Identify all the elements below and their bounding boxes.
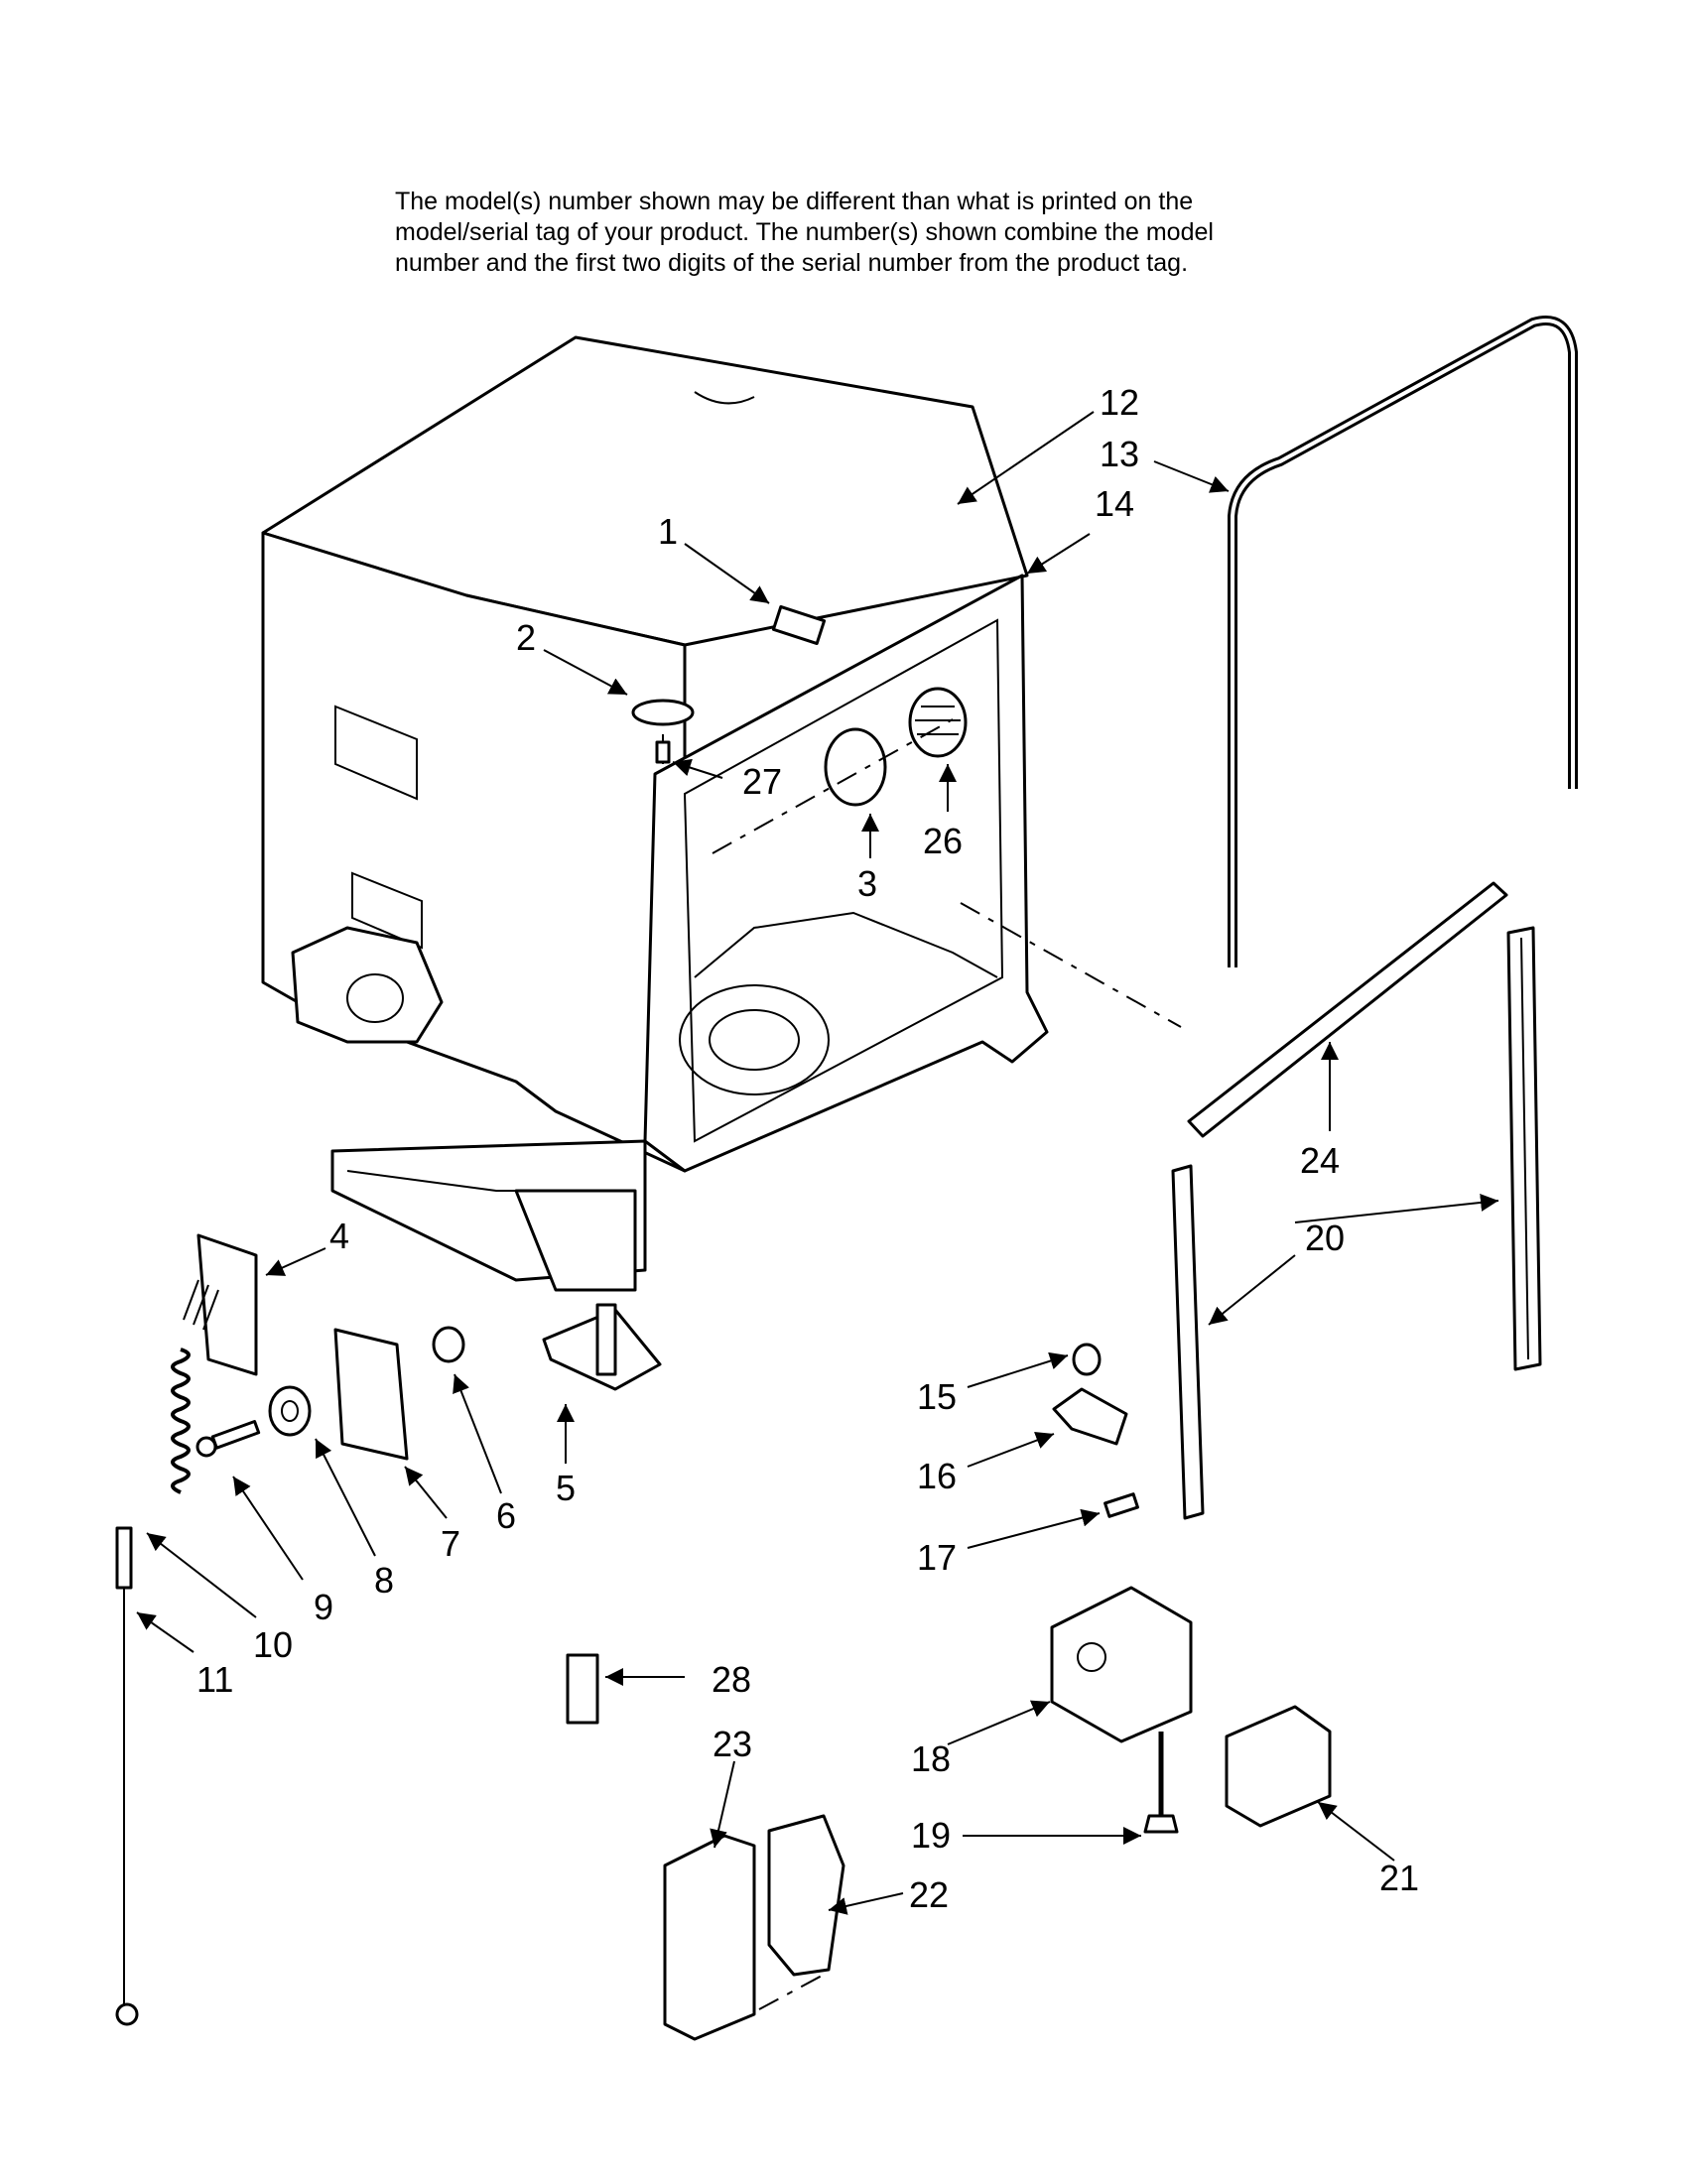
callout-17: 17 xyxy=(917,1537,957,1578)
callout-24: 24 xyxy=(1300,1140,1340,1181)
model-number-note: The model(s) number shown may be differe… xyxy=(395,187,1348,279)
part-20-left-strip xyxy=(1171,1164,1205,1520)
part-17-screw xyxy=(1104,1492,1139,1518)
part-6-bushing xyxy=(432,1326,465,1363)
callout-19: 19 xyxy=(911,1815,951,1856)
callout-6: 6 xyxy=(496,1495,516,1536)
callout-7: 7 xyxy=(441,1523,460,1564)
part-8-wheel xyxy=(268,1385,312,1437)
part-4-bracket xyxy=(196,1233,258,1376)
part-11-cable xyxy=(115,1526,133,1590)
callout-27: 27 xyxy=(742,761,782,802)
part-9-pin xyxy=(210,1419,261,1450)
part-3-ring xyxy=(824,727,887,807)
callout-11: 11 xyxy=(196,1659,233,1700)
part-21-cover xyxy=(1225,1705,1332,1828)
callout-12: 12 xyxy=(1100,382,1139,423)
part-1-clip xyxy=(771,604,827,646)
callout-5: 5 xyxy=(556,1468,576,1508)
note-line-2: model/serial tag of your product. The nu… xyxy=(395,218,1214,246)
callout-3: 3 xyxy=(857,863,877,904)
callout-18: 18 xyxy=(911,1738,951,1779)
callout-26: 26 xyxy=(923,821,963,861)
part-2-bracket xyxy=(631,699,695,726)
callout-1: 1 xyxy=(658,511,678,552)
part-28-clip xyxy=(566,1653,599,1725)
callout-28: 28 xyxy=(712,1659,751,1700)
part-24-trim xyxy=(1187,881,1508,1138)
callout-4: 4 xyxy=(329,1216,349,1256)
callout-20: 20 xyxy=(1305,1218,1345,1258)
note-line-1: The model(s) number shown may be differe… xyxy=(395,188,1194,215)
part-18-bracket xyxy=(1050,1586,1193,1743)
callout-8: 8 xyxy=(374,1560,394,1601)
leader-lines xyxy=(136,411,1499,1915)
part-23-panel xyxy=(663,1834,756,2041)
callout-14: 14 xyxy=(1095,483,1134,524)
callout-9: 9 xyxy=(314,1587,333,1627)
callout-15: 15 xyxy=(917,1376,957,1417)
part-22-bracket xyxy=(767,1814,845,1977)
part-10-spring xyxy=(171,1348,191,1494)
callout-22: 22 xyxy=(909,1874,949,1915)
callout-16: 16 xyxy=(917,1456,957,1496)
callout-23: 23 xyxy=(713,1724,752,1764)
part-26-vent xyxy=(908,687,968,758)
tub-assembly xyxy=(261,335,1049,1292)
callout-2: 2 xyxy=(516,617,536,658)
part-7-plate xyxy=(333,1328,409,1461)
part-15-switch xyxy=(1072,1343,1102,1376)
callout-labels: 1 2 3 4 5 6 7 8 9 10 11 12 13 14 15 16 1… xyxy=(196,382,1419,1915)
note-line-3: number and the first two digits of the s… xyxy=(395,249,1189,277)
callout-21: 21 xyxy=(1379,1858,1419,1898)
callout-13: 13 xyxy=(1100,434,1139,474)
part-16-bracket xyxy=(1052,1387,1128,1446)
callout-10: 10 xyxy=(253,1624,293,1665)
